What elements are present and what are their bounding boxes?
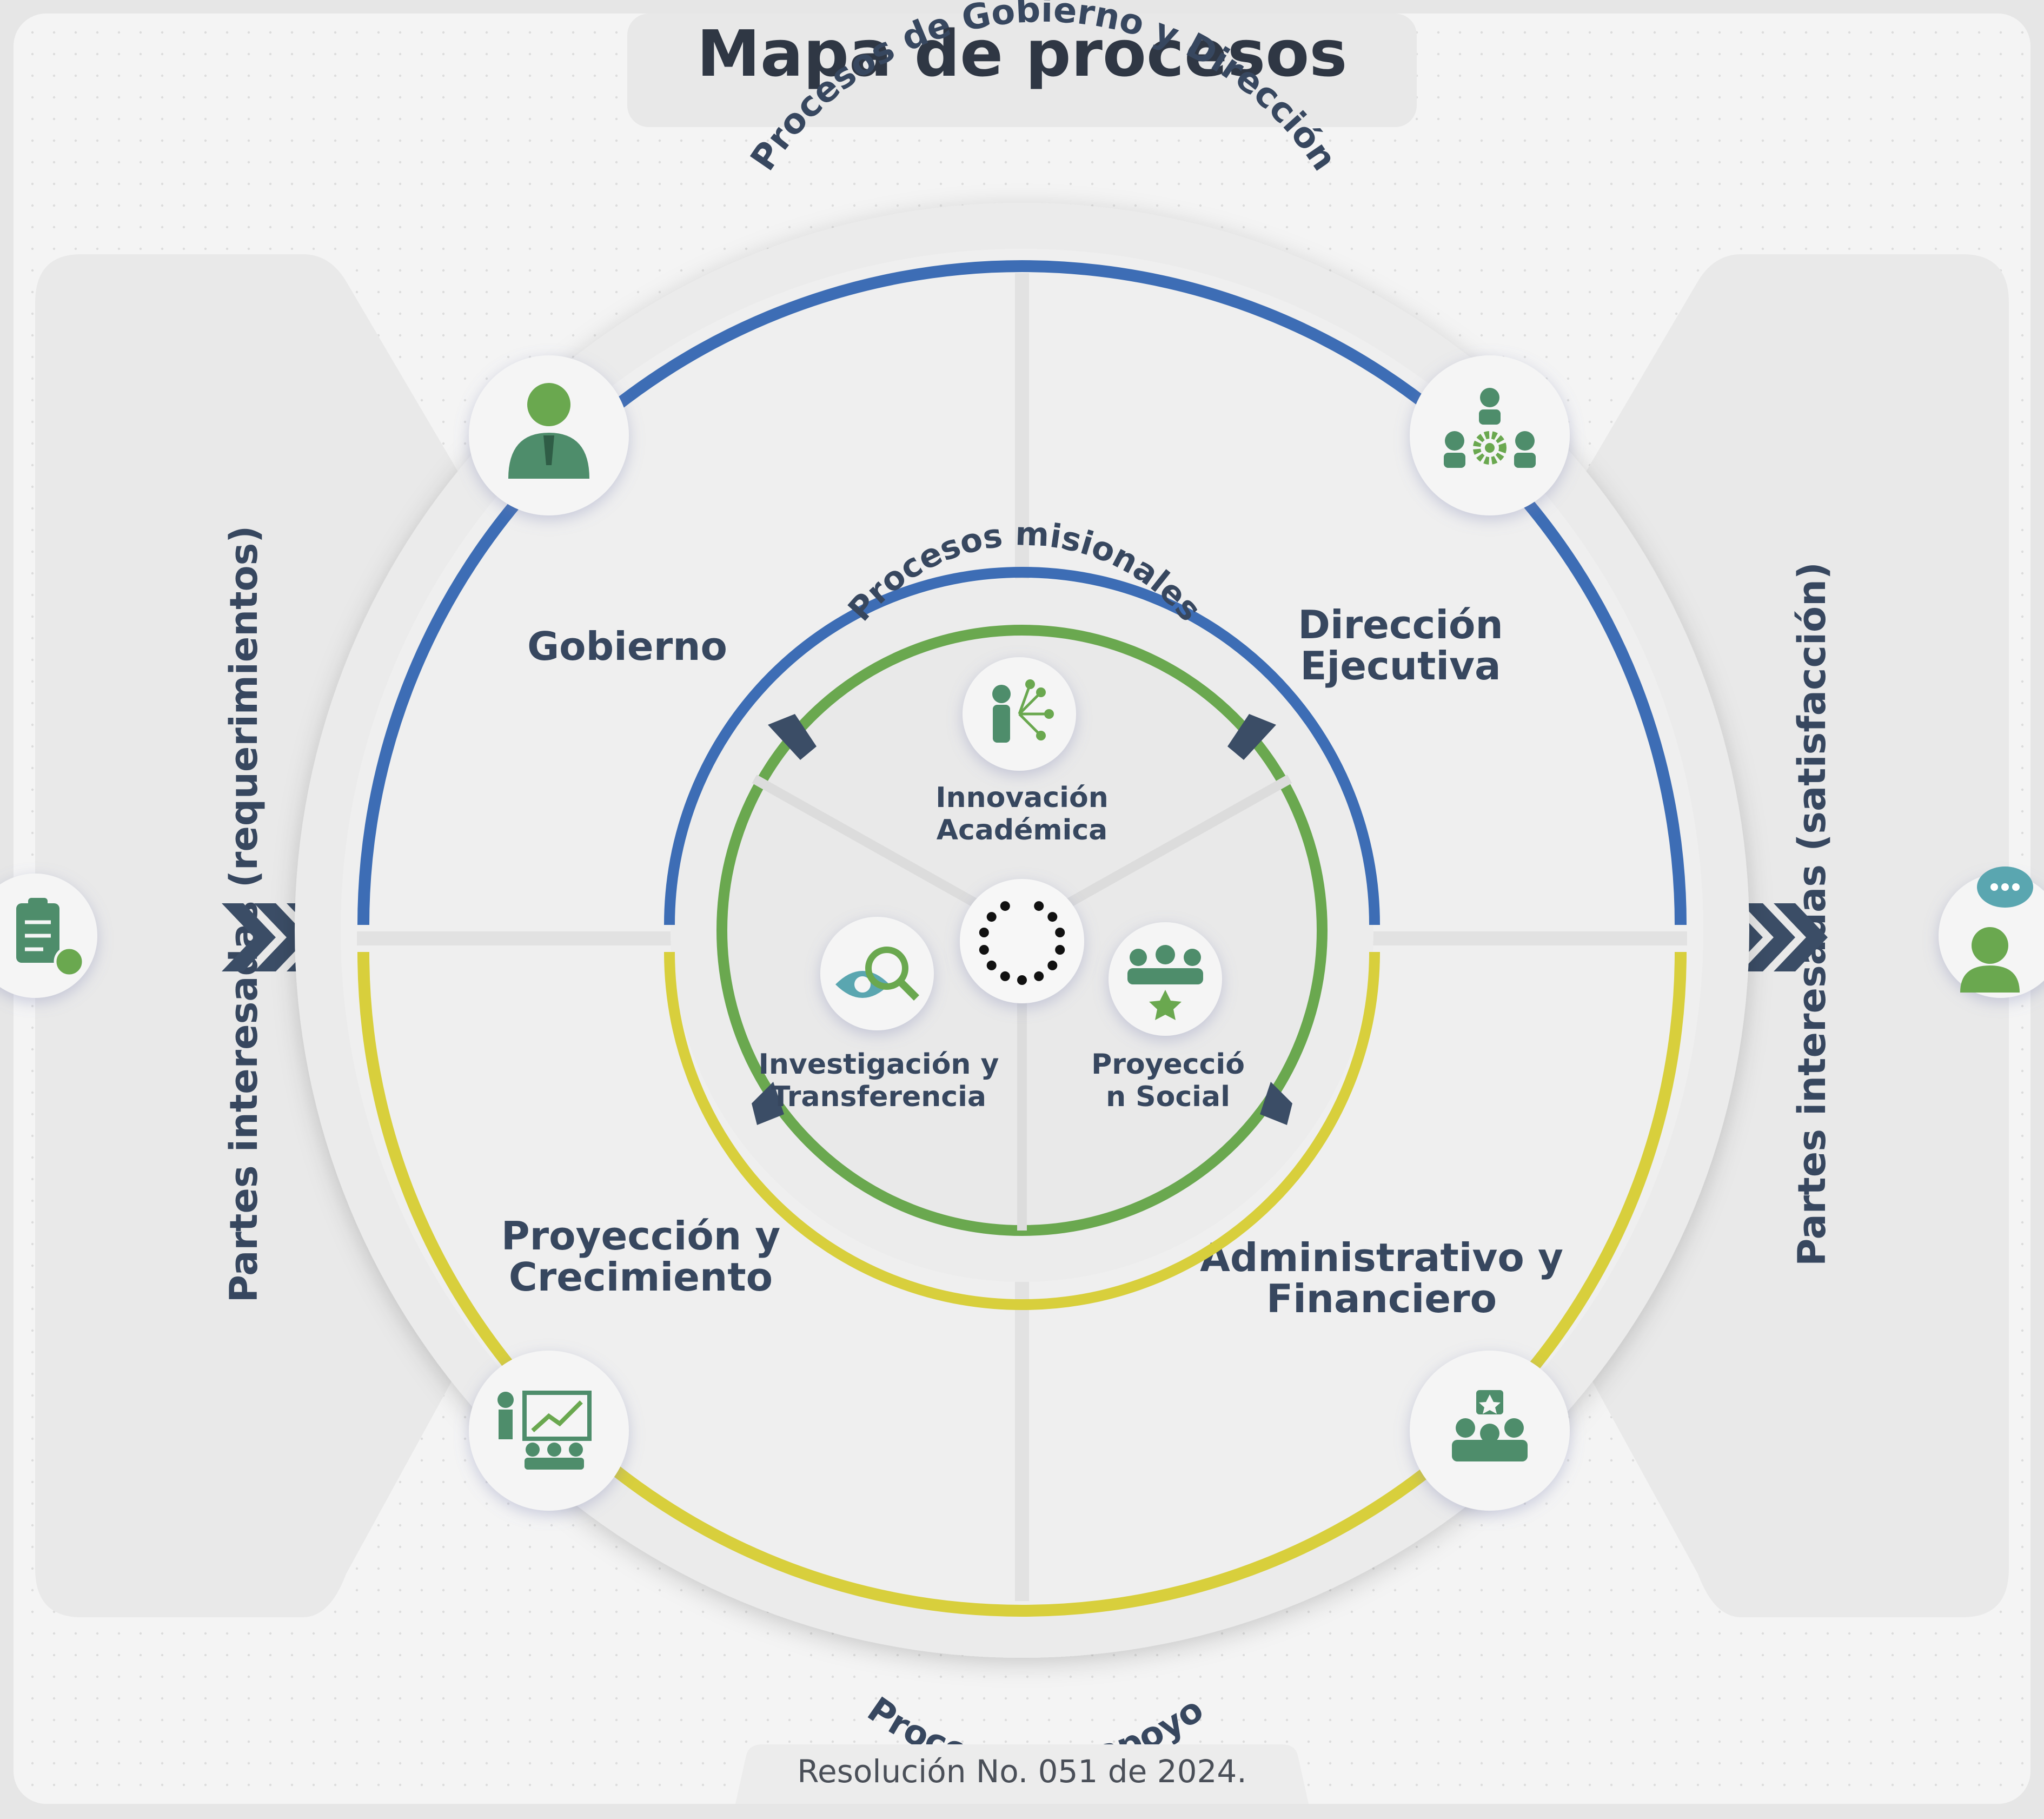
presentation-growth-icon [469, 1351, 629, 1511]
quadrant-label-gobierno: Gobierno [527, 624, 727, 669]
eye-magnifier-icon [820, 917, 934, 1030]
title-tab [627, 14, 1417, 127]
logo-dot [986, 960, 997, 970]
logo-dot [1034, 901, 1044, 911]
footer-text: Resolución No. 051 de 2024. [797, 1753, 1246, 1790]
team-star-icon [1410, 1351, 1570, 1511]
person-network-icon [963, 657, 1076, 771]
logo-dot [1047, 960, 1058, 970]
logo-dot [1055, 945, 1065, 955]
person-chat-icon [1939, 866, 2044, 998]
footer-tab [735, 1744, 1309, 1804]
logo-dot [979, 945, 989, 955]
ring-chevron-markers-icon [752, 714, 1292, 1125]
group-star-icon [1109, 922, 1222, 1036]
logo-dot [1017, 975, 1027, 985]
page-title: Mapa de procesos [696, 16, 1347, 91]
outer-top-arc [357, 260, 1687, 925]
logo-dot [979, 928, 989, 937]
logo-dot [1000, 901, 1010, 911]
businessman-icon [469, 355, 629, 515]
clipboard-checklist-icon [0, 874, 97, 998]
logo-dot [1000, 971, 1010, 981]
dotted-circle-logo-icon [960, 879, 1084, 1003]
logo-dot [1034, 971, 1044, 981]
logo-dot [1047, 912, 1058, 922]
logo-dot [1055, 928, 1065, 937]
outer-bottom-arc [357, 951, 1687, 1617]
team-gear-icon [1410, 355, 1570, 515]
logo-dot [986, 912, 997, 922]
